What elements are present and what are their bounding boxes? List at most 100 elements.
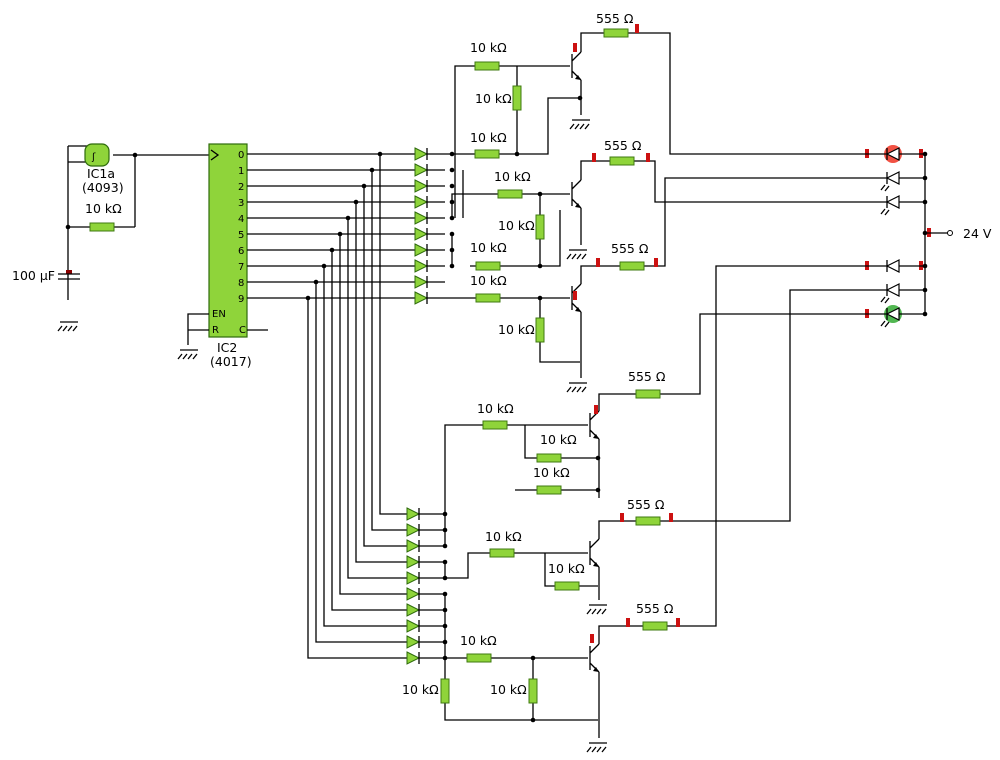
label-r10k-4b: 10 kΩ <box>540 432 577 447</box>
label-r10k-6b: 10 kΩ <box>402 682 439 697</box>
resistor-divider-3 <box>535 317 545 343</box>
resistor-555-3 <box>619 261 645 271</box>
label-r10k-4c: 10 kΩ <box>533 465 570 480</box>
label-r10k-3a: 10 kΩ <box>470 273 507 288</box>
led-6 <box>860 305 928 328</box>
label-r555-4: 555 Ω <box>628 369 666 384</box>
led-3 <box>860 195 928 216</box>
resistor-base-1 <box>474 61 500 71</box>
diode <box>414 195 429 209</box>
diode <box>414 163 429 177</box>
resistor-feedback <box>89 222 115 232</box>
ic2-output-7: 7 <box>238 262 244 273</box>
diode-arrays <box>406 147 470 665</box>
ic2-output-8: 8 <box>238 278 244 289</box>
output-bus <box>247 151 415 659</box>
npn-transistor <box>589 643 600 673</box>
diode <box>414 275 429 289</box>
label-r555-3: 555 Ω <box>611 241 649 256</box>
npn-transistor <box>571 283 582 313</box>
label-r10k-4a: 10 kΩ <box>477 401 514 416</box>
label-r10k-3b: 10 kΩ <box>498 322 535 337</box>
resistor-base-2b <box>475 261 501 271</box>
resistor-555-5 <box>635 516 661 526</box>
label-r555-5: 555 Ω <box>627 497 665 512</box>
diode <box>414 291 429 305</box>
ic2-output-2: 2 <box>238 182 244 193</box>
diode <box>414 227 429 241</box>
label-r10k-6c: 10 kΩ <box>490 682 527 697</box>
resistor-divider-5 <box>554 581 580 591</box>
diode <box>406 587 421 601</box>
capacitor-label: 100 µF <box>12 268 55 283</box>
resistor-divider-6b <box>528 678 538 704</box>
svg-text:ʃ: ʃ <box>91 152 96 163</box>
resistor-base-4 <box>482 420 508 430</box>
ic2-output-5: 5 <box>238 230 244 241</box>
label-r10k-5b: 10 kΩ <box>548 561 585 576</box>
label-r10k-1c: 10 kΩ <box>470 130 507 145</box>
nand-gate-ic1a <box>84 143 110 167</box>
npn-transistor <box>589 538 600 568</box>
diode <box>406 651 421 665</box>
led-4 <box>860 259 928 273</box>
ic2-output-1: 1 <box>238 166 244 177</box>
oscillator-section: ʃ IC1a (4093) 10 kΩ 100 µF <box>12 143 210 332</box>
diode <box>406 619 421 633</box>
ic2-output-4: 4 <box>238 214 244 225</box>
diode <box>406 635 421 649</box>
ic2-output-9: 9 <box>238 294 244 305</box>
resistor-divider-2 <box>535 214 545 240</box>
diode <box>414 211 429 225</box>
resistor-divider-6 <box>440 678 450 704</box>
ic2-body <box>208 143 248 338</box>
resistor-555-1 <box>603 28 629 38</box>
diode <box>406 539 421 553</box>
ic2-output-0: 0 <box>238 150 244 161</box>
transistor-drivers <box>440 24 931 753</box>
label-r555-6: 555 Ω <box>636 601 674 616</box>
npn-transistor <box>571 179 582 209</box>
resistor-feedback-label: 10 kΩ <box>85 201 122 216</box>
ic2-part-label: (4017) <box>210 354 252 369</box>
ic2-name-label: IC2 <box>217 340 237 355</box>
led-5 <box>860 283 928 304</box>
diode <box>406 523 421 537</box>
diode <box>414 147 429 161</box>
npn-transistor <box>589 410 600 440</box>
ic2-pin-c: C <box>239 325 246 336</box>
diode <box>414 259 429 273</box>
label-r10k-5a: 10 kΩ <box>485 529 522 544</box>
label-r10k-6a: 10 kΩ <box>460 633 497 648</box>
ic2-output-6: 6 <box>238 246 244 257</box>
label-r10k-2b: 10 kΩ <box>498 218 535 233</box>
resistor-base-1b <box>474 149 500 159</box>
component-labels: 555 Ω 10 kΩ 10 kΩ 10 kΩ 555 Ω 10 kΩ 10 kΩ 10 kΩ… <box>402 11 674 697</box>
ic1-part-label: (4093) <box>82 180 124 195</box>
resistor-base-3 <box>475 293 501 303</box>
resistor-555-2 <box>609 156 635 166</box>
resistor-divider-1 <box>512 85 522 111</box>
resistor-555-6 <box>642 621 668 631</box>
label-r555-2: 555 Ω <box>604 138 642 153</box>
resistor-divider-4 <box>536 453 562 463</box>
resistor-divider-4b <box>536 485 562 495</box>
label-r555-1: 555 Ω <box>596 11 634 26</box>
led-bank: 24 V <box>860 145 992 328</box>
diode <box>414 179 429 193</box>
resistor-base-2 <box>497 189 523 199</box>
ic1-name-label: IC1a <box>87 166 115 181</box>
label-r10k-1b: 10 kΩ <box>475 91 512 106</box>
diode <box>406 507 421 521</box>
supply-label: 24 V <box>963 226 992 241</box>
label-r10k-2c: 10 kΩ <box>470 240 507 255</box>
led-2 <box>860 171 928 192</box>
diode <box>414 243 429 257</box>
ic2-output-pin-labels: 0 1 2 3 4 5 6 7 8 9 <box>238 150 244 305</box>
resistor-base-6 <box>466 653 492 663</box>
ic2-output-3: 3 <box>238 198 244 209</box>
label-r10k-1a: 10 kΩ <box>470 40 507 55</box>
diode <box>406 555 421 569</box>
